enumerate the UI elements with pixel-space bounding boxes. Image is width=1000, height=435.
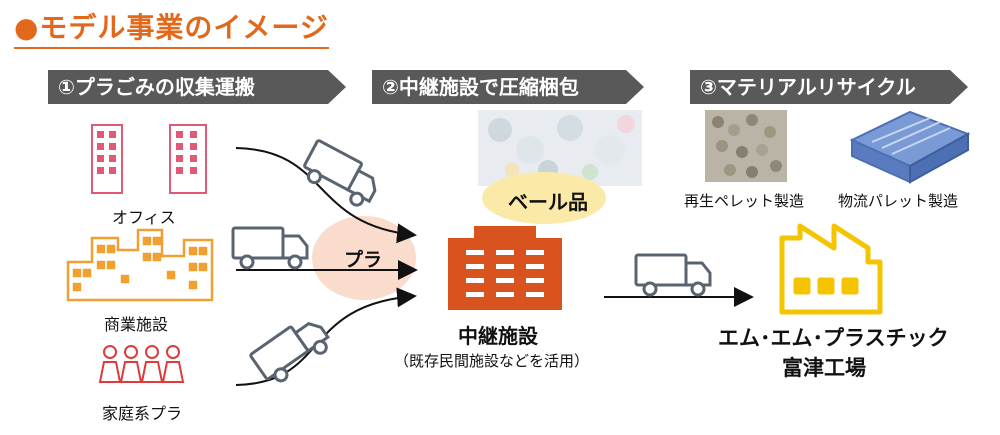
household-label: 家庭系プラ bbox=[102, 404, 183, 423]
household-people-icon bbox=[98, 345, 185, 383]
relay-facility-icon bbox=[448, 226, 562, 310]
truck-icon-3 bbox=[248, 311, 336, 390]
relay-facility-note: （既存民間施設などを活用） bbox=[394, 352, 590, 370]
pallet-photo bbox=[849, 110, 971, 184]
commercial-building-icon bbox=[66, 228, 214, 302]
step-1-banner: ①プラごみの収集運搬 bbox=[48, 70, 346, 104]
page-title: ●モデル事業のイメージ bbox=[14, 6, 329, 49]
office-building-icon bbox=[91, 124, 207, 194]
factory-site: 富津工場 bbox=[782, 356, 866, 380]
step-3-banner: ③マテリアルリサイクル bbox=[690, 70, 968, 104]
truck-icon-2 bbox=[231, 226, 309, 270]
truck-icon-4 bbox=[634, 253, 712, 297]
pellet-label: 再生ペレット製造 bbox=[684, 192, 805, 210]
truck-icon-1 bbox=[297, 138, 385, 212]
arrow-office bbox=[235, 147, 417, 244]
factory-icon bbox=[779, 223, 883, 315]
bale-label: ベール品 bbox=[508, 190, 588, 214]
office-label: オフィス bbox=[112, 208, 176, 227]
step-2-banner: ②中継施設で圧縮梱包 bbox=[372, 70, 644, 104]
pura-highlight-circle bbox=[312, 216, 416, 300]
factory-name: エム･エム･プラスチック bbox=[718, 326, 949, 350]
relay-facility-name: 中継施設 bbox=[458, 324, 538, 348]
bale-label-oval bbox=[482, 172, 606, 224]
pallet-label: 物流パレット製造 bbox=[838, 192, 959, 210]
pura-label: プラ bbox=[344, 249, 383, 271]
commercial-label: 商業施設 bbox=[104, 315, 169, 334]
pellet-photo bbox=[705, 110, 787, 182]
